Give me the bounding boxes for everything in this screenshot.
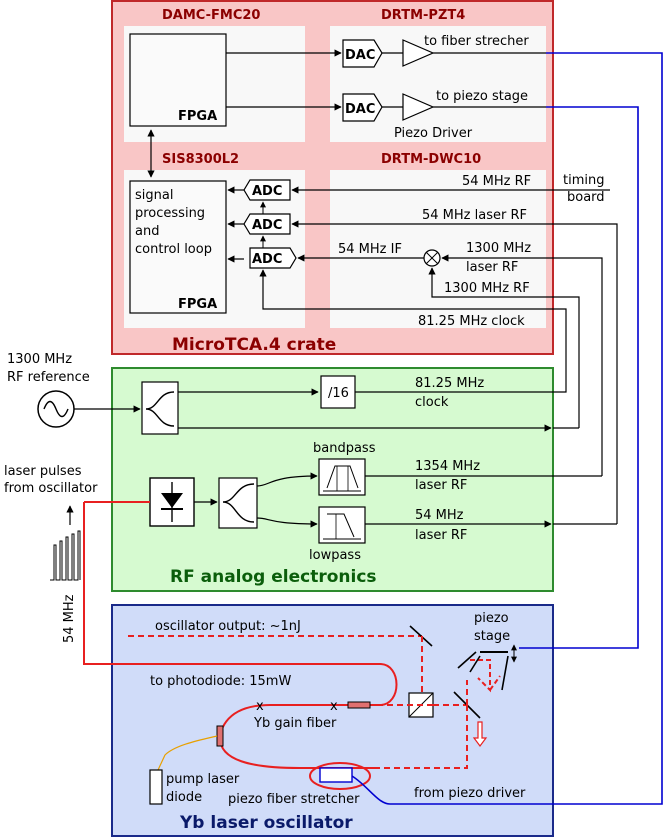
fiber-stretcher — [309, 762, 371, 790]
adc-label-2: ADC — [252, 218, 282, 233]
signal-line-1: signal — [135, 188, 173, 203]
laser1300-wire — [441, 254, 603, 476]
dac-label-2: DAC — [345, 102, 375, 117]
rf1300-wire — [428, 267, 580, 428]
pulse-train — [50, 530, 81, 581]
splice-marker-1: x — [256, 699, 264, 714]
adc-block-3 — [249, 247, 297, 269]
bandpass-filter — [318, 458, 366, 496]
fiber-connector — [347, 701, 371, 709]
clock-label-1: 81.25 MHz — [415, 376, 484, 391]
fpga-top-box — [129, 33, 227, 127]
clock-wire — [259, 269, 567, 393]
pump-laser-diode — [149, 769, 163, 805]
wdm-coupler — [216, 725, 224, 747]
piezo-stage-label-2: stage — [474, 629, 510, 644]
bandpass-label: bandpass — [313, 441, 376, 456]
oscillator-title: Yb laser oscillator — [179, 813, 353, 833]
timing-label-1: timing — [563, 173, 604, 188]
lowpass-filter — [318, 506, 366, 544]
gain-fiber-label: Yb gain fiber — [253, 716, 337, 731]
microtca-crate-title: MicroTCA.4 crate — [172, 335, 336, 355]
signal-line-2: processing — [135, 206, 205, 221]
divider-label: /16 — [328, 386, 349, 401]
pump-label-1: pump laser — [166, 772, 240, 787]
drtm-pzt4-label: DRTM-PZT4 — [381, 8, 465, 23]
laser1300-label-1: 1300 MHz — [466, 241, 531, 256]
to-piezo-label: to piezo stage — [436, 89, 528, 104]
fpga-top-label: FPGA — [178, 109, 217, 124]
amplifier-1 — [402, 39, 435, 67]
piezo-driver-label: Piezo Driver — [394, 126, 473, 141]
split2-to-lowpass — [256, 517, 318, 528]
rf54-label: 54 MHz RF — [462, 174, 531, 189]
laser54-label: 54 MHz laser RF — [422, 208, 527, 223]
blue-wire-stretcher — [351, 52, 663, 805]
freq-label: 54 MHz — [62, 594, 77, 643]
clock-label-2: clock — [415, 395, 449, 410]
osc-output-label: oscillator output: ~1nJ — [155, 619, 301, 634]
blue-wire-stage — [519, 106, 639, 649]
fpga-bottom-label: FPGA — [178, 297, 217, 312]
rf-ref-label-1: 1300 MHz — [7, 352, 72, 367]
clock8125-label: 81.25 MHz clock — [418, 314, 525, 329]
pump-label-2: diode — [166, 790, 202, 805]
sis-label: SIS8300L2 — [162, 152, 239, 167]
laser1300-label-2: laser RF — [466, 260, 518, 275]
to-fiber-label: to fiber strecher — [424, 34, 529, 49]
dac-block-2 — [342, 93, 383, 122]
photodiode-fiber — [83, 502, 398, 706]
photodiode-label: to photodiode: 15mW — [150, 674, 291, 689]
out1354-label-2: laser RF — [415, 478, 467, 493]
lowpass-label: lowpass — [309, 548, 361, 563]
rf-electronics-title: RF analog electronics — [170, 567, 377, 587]
dac-label-1: DAC — [345, 48, 375, 63]
pulses-label-2: from oscillator — [4, 481, 98, 496]
adc-label-3: ADC — [252, 252, 282, 267]
signal-line-3: and — [135, 224, 159, 239]
amplifier-2 — [402, 93, 435, 121]
laser54-wire — [291, 220, 618, 524]
stretcher-label: piezo fiber stretcher — [228, 792, 360, 807]
out54-label-1: 54 MHz — [415, 508, 464, 523]
drtm-dwc-panel — [330, 170, 546, 328]
dac-block-1 — [342, 39, 383, 68]
signal-line-4: control loop — [135, 242, 212, 257]
if54-label: 54 MHz IF — [338, 242, 402, 257]
drtm-dwc-label: DRTM-DWC10 — [381, 152, 481, 167]
splitter-2 — [218, 477, 258, 529]
timing-label-2: board — [567, 190, 605, 205]
oscillator-box — [111, 604, 554, 837]
out1354-label-1: 1354 MHz — [415, 459, 480, 474]
fpga-bottom-box — [129, 180, 227, 314]
adc-label-1: ADC — [252, 184, 282, 199]
piezo-stage-label-1: piezo — [474, 611, 509, 626]
pulses-label-1: laser pulses — [4, 464, 82, 479]
rf1300-label: 1300 MHz RF — [444, 281, 530, 296]
rf-ref-label-2: RF reference — [7, 370, 90, 385]
from-driver-label: from piezo driver — [414, 786, 526, 801]
damc-label: DAMC-FMC20 — [162, 8, 260, 23]
mirror-3 — [457, 651, 477, 669]
pump-fiber — [157, 735, 218, 771]
adc-block-1 — [243, 179, 291, 201]
split2-to-bandpass — [256, 472, 318, 487]
out54-label-2: laser RF — [415, 528, 467, 543]
splice-marker-2: x — [330, 699, 338, 714]
adc-block-2 — [243, 213, 291, 235]
